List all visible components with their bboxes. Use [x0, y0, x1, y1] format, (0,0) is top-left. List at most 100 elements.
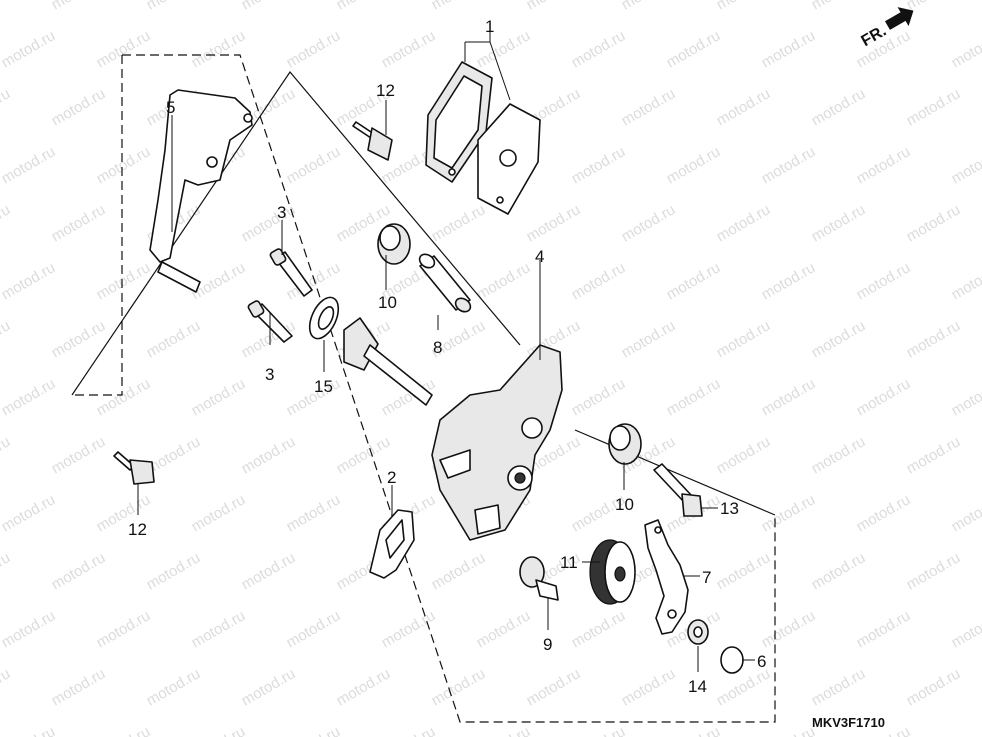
- watermark-text: motod.ru: [284, 607, 344, 651]
- callout-1[interactable]: 1: [485, 17, 494, 36]
- seal-ring[interactable]: [304, 293, 344, 343]
- watermark-text: motod.ru: [49, 201, 109, 245]
- callout-8[interactable]: 8: [433, 338, 442, 357]
- watermark-text: motod.ru: [0, 27, 58, 71]
- watermark-text: motod.ru: [474, 607, 534, 651]
- bolt-13[interactable]: [653, 463, 703, 517]
- callout-6[interactable]: 6: [757, 652, 766, 671]
- watermark-text: motod.ru: [284, 27, 344, 71]
- watermark-text: motod.ru: [714, 201, 774, 245]
- watermark-text: motod.ru: [189, 723, 249, 737]
- assembly-boundary-left: [72, 55, 123, 396]
- watermark-text: motod.ru: [809, 317, 869, 361]
- flange-nut[interactable]: [687, 619, 709, 645]
- pin-boot-lower[interactable]: [608, 423, 642, 465]
- watermark-text: motod.ru: [49, 433, 109, 477]
- watermark-text: motod.ru: [189, 491, 249, 535]
- watermark-text: motod.ru: [0, 433, 13, 477]
- watermark-text: motod.ru: [664, 375, 724, 419]
- watermark-text: motod.ru: [144, 317, 204, 361]
- watermark-text: motod.ru: [854, 259, 914, 303]
- watermark-text: motod.ru: [904, 85, 964, 129]
- watermark-text: motod.ru: [714, 0, 774, 13]
- callout-12-upper[interactable]: 12: [376, 81, 395, 100]
- watermark-text: motod.ru: [524, 201, 584, 245]
- watermark-text: motod.ru: [239, 433, 299, 477]
- watermark-text: motod.ru: [664, 723, 724, 737]
- callout-7[interactable]: 7: [702, 568, 711, 587]
- bleeder-cap[interactable]: [720, 646, 744, 674]
- watermark-text: motod.ru: [904, 317, 964, 361]
- watermark-text: motod.ru: [664, 259, 724, 303]
- watermark-text: motod.ru: [0, 723, 58, 737]
- caliper-piston[interactable]: [589, 539, 636, 605]
- callout-10-lower[interactable]: 10: [615, 495, 634, 514]
- watermark-text: motod.ru: [619, 85, 679, 129]
- watermark-text: motod.ru: [189, 607, 249, 651]
- watermark-text: motod.ru: [94, 723, 154, 737]
- watermark-text: motod.ru: [334, 0, 394, 13]
- pin-sleeve[interactable]: [417, 251, 473, 314]
- watermark-text: motod.ru: [949, 27, 982, 71]
- watermark-text: motod.ru: [759, 143, 819, 187]
- watermark-text: motod.ru: [334, 433, 394, 477]
- watermark-text: motod.ru: [0, 259, 58, 303]
- watermark-text: motod.ru: [189, 375, 249, 419]
- bleeder-valve[interactable]: [519, 556, 559, 601]
- watermark-text: motod.ru: [714, 549, 774, 593]
- brake-pad-set[interactable]: [425, 61, 541, 215]
- pad-spring-clip[interactable]: [369, 509, 415, 579]
- slide-pin-lower[interactable]: [247, 300, 293, 343]
- watermark-text: motod.ru: [0, 201, 13, 245]
- watermark-text: motod.ru: [664, 27, 724, 71]
- callout-15[interactable]: 15: [314, 377, 333, 396]
- flange-bolt-upper[interactable]: [352, 121, 393, 161]
- callout-4[interactable]: 4: [535, 247, 544, 266]
- watermark-text: motod.ru: [524, 0, 584, 13]
- watermark-text: motod.ru: [0, 607, 58, 651]
- watermark-text: motod.ru: [809, 433, 869, 477]
- flange-bolt-lower[interactable]: [113, 451, 155, 485]
- callout-12-lower[interactable]: 12: [128, 520, 147, 539]
- watermark-text: motod.ru: [569, 375, 629, 419]
- watermark-text: motod.ru: [759, 607, 819, 651]
- watermark-text: motod.ru: [949, 259, 982, 303]
- boot-and-pin[interactable]: [343, 317, 433, 406]
- watermark-text: motod.ru: [524, 665, 584, 709]
- watermark-text: motod.ru: [429, 201, 489, 245]
- watermark-text: motod.ru: [0, 375, 58, 419]
- watermark-text: motod.ru: [714, 665, 774, 709]
- callout-14[interactable]: 14: [688, 677, 707, 696]
- watermark-text: motod.ru: [904, 433, 964, 477]
- callout-3-lower[interactable]: 3: [265, 365, 274, 384]
- watermark-text: motod.ru: [0, 143, 58, 187]
- watermark-text: motod.ru: [809, 549, 869, 593]
- callout-10-upper[interactable]: 10: [378, 293, 397, 312]
- watermark-text: motod.ru: [94, 375, 154, 419]
- callout-9[interactable]: 9: [543, 635, 552, 654]
- watermark-text: motod.ru: [474, 27, 534, 71]
- watermark-text: motod.ru: [49, 549, 109, 593]
- callout-11[interactable]: 11: [560, 553, 578, 572]
- watermark-text: motod.ru: [94, 607, 154, 651]
- watermark-text: motod.ru: [0, 549, 13, 593]
- watermark-text: motod.ru: [334, 665, 394, 709]
- callout-5[interactable]: 5: [166, 98, 175, 117]
- callout-3-upper[interactable]: 3: [277, 203, 286, 222]
- pin-boot-upper[interactable]: [377, 223, 411, 265]
- caliper-body[interactable]: [431, 344, 563, 541]
- watermark-text: motod.ru: [239, 201, 299, 245]
- watermark-text: motod.ru: [379, 27, 439, 71]
- caliper-bracket[interactable]: [149, 89, 253, 293]
- retainer-plate[interactable]: [644, 519, 689, 635]
- watermark-text: motod.ru: [284, 491, 344, 535]
- watermark-text: motod.ru: [809, 0, 869, 13]
- watermark-text: motod.ru: [474, 723, 534, 737]
- watermark-text: motod.ru: [854, 375, 914, 419]
- callout-13[interactable]: 13: [720, 499, 739, 518]
- watermark-text: motod.ru: [569, 27, 629, 71]
- watermark-text: motod.ru: [94, 143, 154, 187]
- callout-2[interactable]: 2: [387, 468, 396, 487]
